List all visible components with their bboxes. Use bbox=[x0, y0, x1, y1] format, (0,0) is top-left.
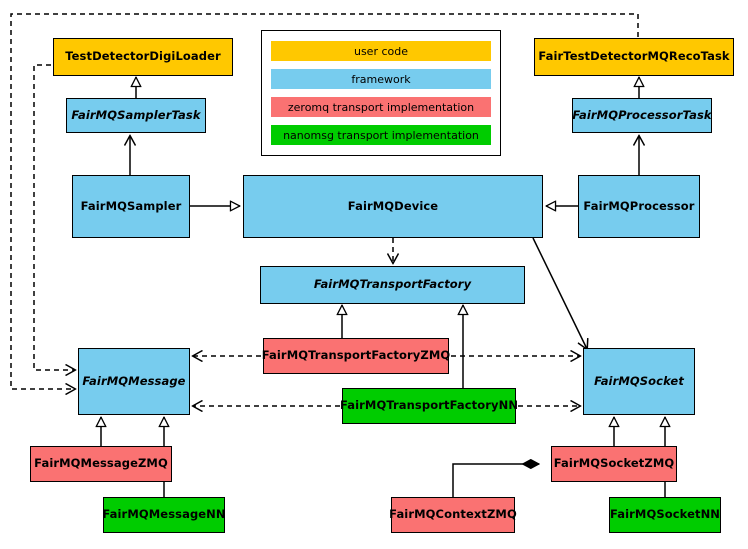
class-node-fairmqmessagenn[interactable]: FairMQMessageNN bbox=[102, 497, 226, 533]
legend-item-zeromq: zeromq transport implementation bbox=[271, 97, 491, 117]
class-node-fairmqsampler[interactable]: FairMQSampler bbox=[72, 175, 190, 238]
legend-label-framework: framework bbox=[351, 72, 411, 86]
legend-label-nanomsg: nanomsg transport implementation bbox=[283, 128, 479, 142]
legend-item-nanomsg: nanomsg transport implementation bbox=[271, 125, 491, 145]
legend-label-zeromq: zeromq transport implementation bbox=[287, 100, 475, 114]
class-node-fairmqtransportfactoryzmq[interactable]: FairMQTransportFactoryZMQ bbox=[262, 338, 450, 374]
legend-label-user-code: user code bbox=[353, 44, 409, 58]
class-node-fairmqmessage[interactable]: FairMQMessage bbox=[78, 348, 190, 415]
class-node-fairmqprocessor[interactable]: FairMQProcessor bbox=[578, 175, 700, 238]
class-node-fairmqdevice[interactable]: FairMQDevice bbox=[243, 175, 543, 238]
legend: user code framework zeromq transport imp… bbox=[261, 30, 501, 156]
class-node-fairmqsocketnn[interactable]: FairMQSocketNN bbox=[609, 497, 721, 533]
edge-device-to-socket bbox=[532, 237, 587, 349]
class-node-fairmqsamplertask[interactable]: FairMQSamplerTask bbox=[66, 98, 206, 133]
class-node-fairmqtransportfactory[interactable]: FairMQTransportFactory bbox=[260, 266, 525, 304]
legend-item-framework: framework bbox=[271, 69, 491, 89]
class-node-fairmqcontextzmq[interactable]: FairMQContextZMQ bbox=[389, 497, 517, 533]
class-node-fairmqsocketzmq[interactable]: FairMQSocketZMQ bbox=[551, 446, 677, 482]
class-node-fairmqprocessortask[interactable]: FairMQProcessorTask bbox=[572, 98, 712, 133]
class-node-fairmqsocket[interactable]: FairMQSocket bbox=[583, 348, 695, 415]
class-node-fairtestdetectormqrecotask[interactable]: FairTestDetectorMQRecoTask bbox=[534, 38, 734, 76]
class-node-fairmqmessagezmq[interactable]: FairMQMessageZMQ bbox=[30, 446, 172, 482]
class-node-testdetectordigiloader[interactable]: TestDetectorDigiLoader bbox=[53, 38, 233, 76]
class-node-fairmqtransportfactorynn[interactable]: FairMQTransportFactoryNN bbox=[340, 388, 518, 424]
legend-item-user-code: user code bbox=[271, 41, 491, 61]
edge-contextzmq-to-socketzmq bbox=[452, 464, 539, 497]
